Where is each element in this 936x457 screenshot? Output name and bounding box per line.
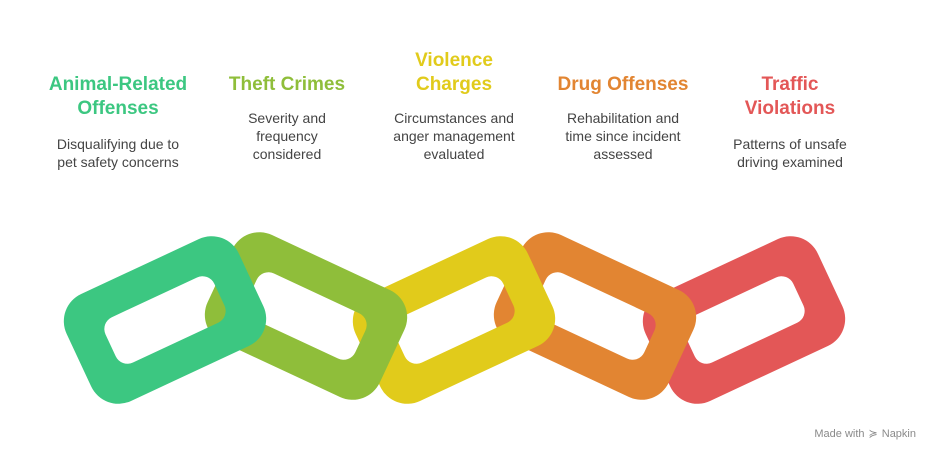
item-description: Severity and frequency considered bbox=[248, 110, 326, 162]
chain-link bbox=[204, 232, 408, 400]
column-animal-related-offenses: Animal-Related Offenses Disqualifying du… bbox=[18, 73, 218, 171]
made-with-napkin-footer: Made with ≽ Napkin bbox=[814, 427, 916, 441]
item-description: Rehabilitation and time since incident a… bbox=[565, 110, 681, 162]
column-violence-charges: Violence Charges Circumstances and anger… bbox=[369, 49, 539, 163]
chain-link bbox=[493, 232, 697, 400]
made-with-label: Made with bbox=[814, 427, 865, 440]
napkin-logo-icon: ≽ bbox=[868, 428, 878, 440]
item-description: Disqualifying due to pet safety concerns bbox=[56, 136, 180, 170]
item-description: Patterns of unsafe driving examined bbox=[733, 136, 847, 170]
chain-link bbox=[63, 236, 267, 404]
item-description: Circumstances and anger management evalu… bbox=[393, 110, 515, 162]
brand-label: Napkin bbox=[881, 427, 916, 440]
item-title: Theft Crimes bbox=[228, 74, 346, 95]
chain-link bbox=[352, 236, 556, 404]
item-title: Traffic Violations bbox=[744, 74, 836, 119]
chain-link bbox=[642, 236, 846, 404]
column-theft-crimes: Theft Crimes Severity and frequency cons… bbox=[202, 73, 372, 163]
column-drug-offenses: Drug Offenses Rehabilitation and time si… bbox=[533, 73, 713, 163]
item-title: Violence Charges bbox=[415, 50, 493, 95]
item-title: Drug Offenses bbox=[557, 74, 689, 95]
item-title: Animal-Related Offenses bbox=[48, 74, 188, 119]
column-traffic-violations: Traffic Violations Patterns of unsafe dr… bbox=[705, 73, 875, 171]
